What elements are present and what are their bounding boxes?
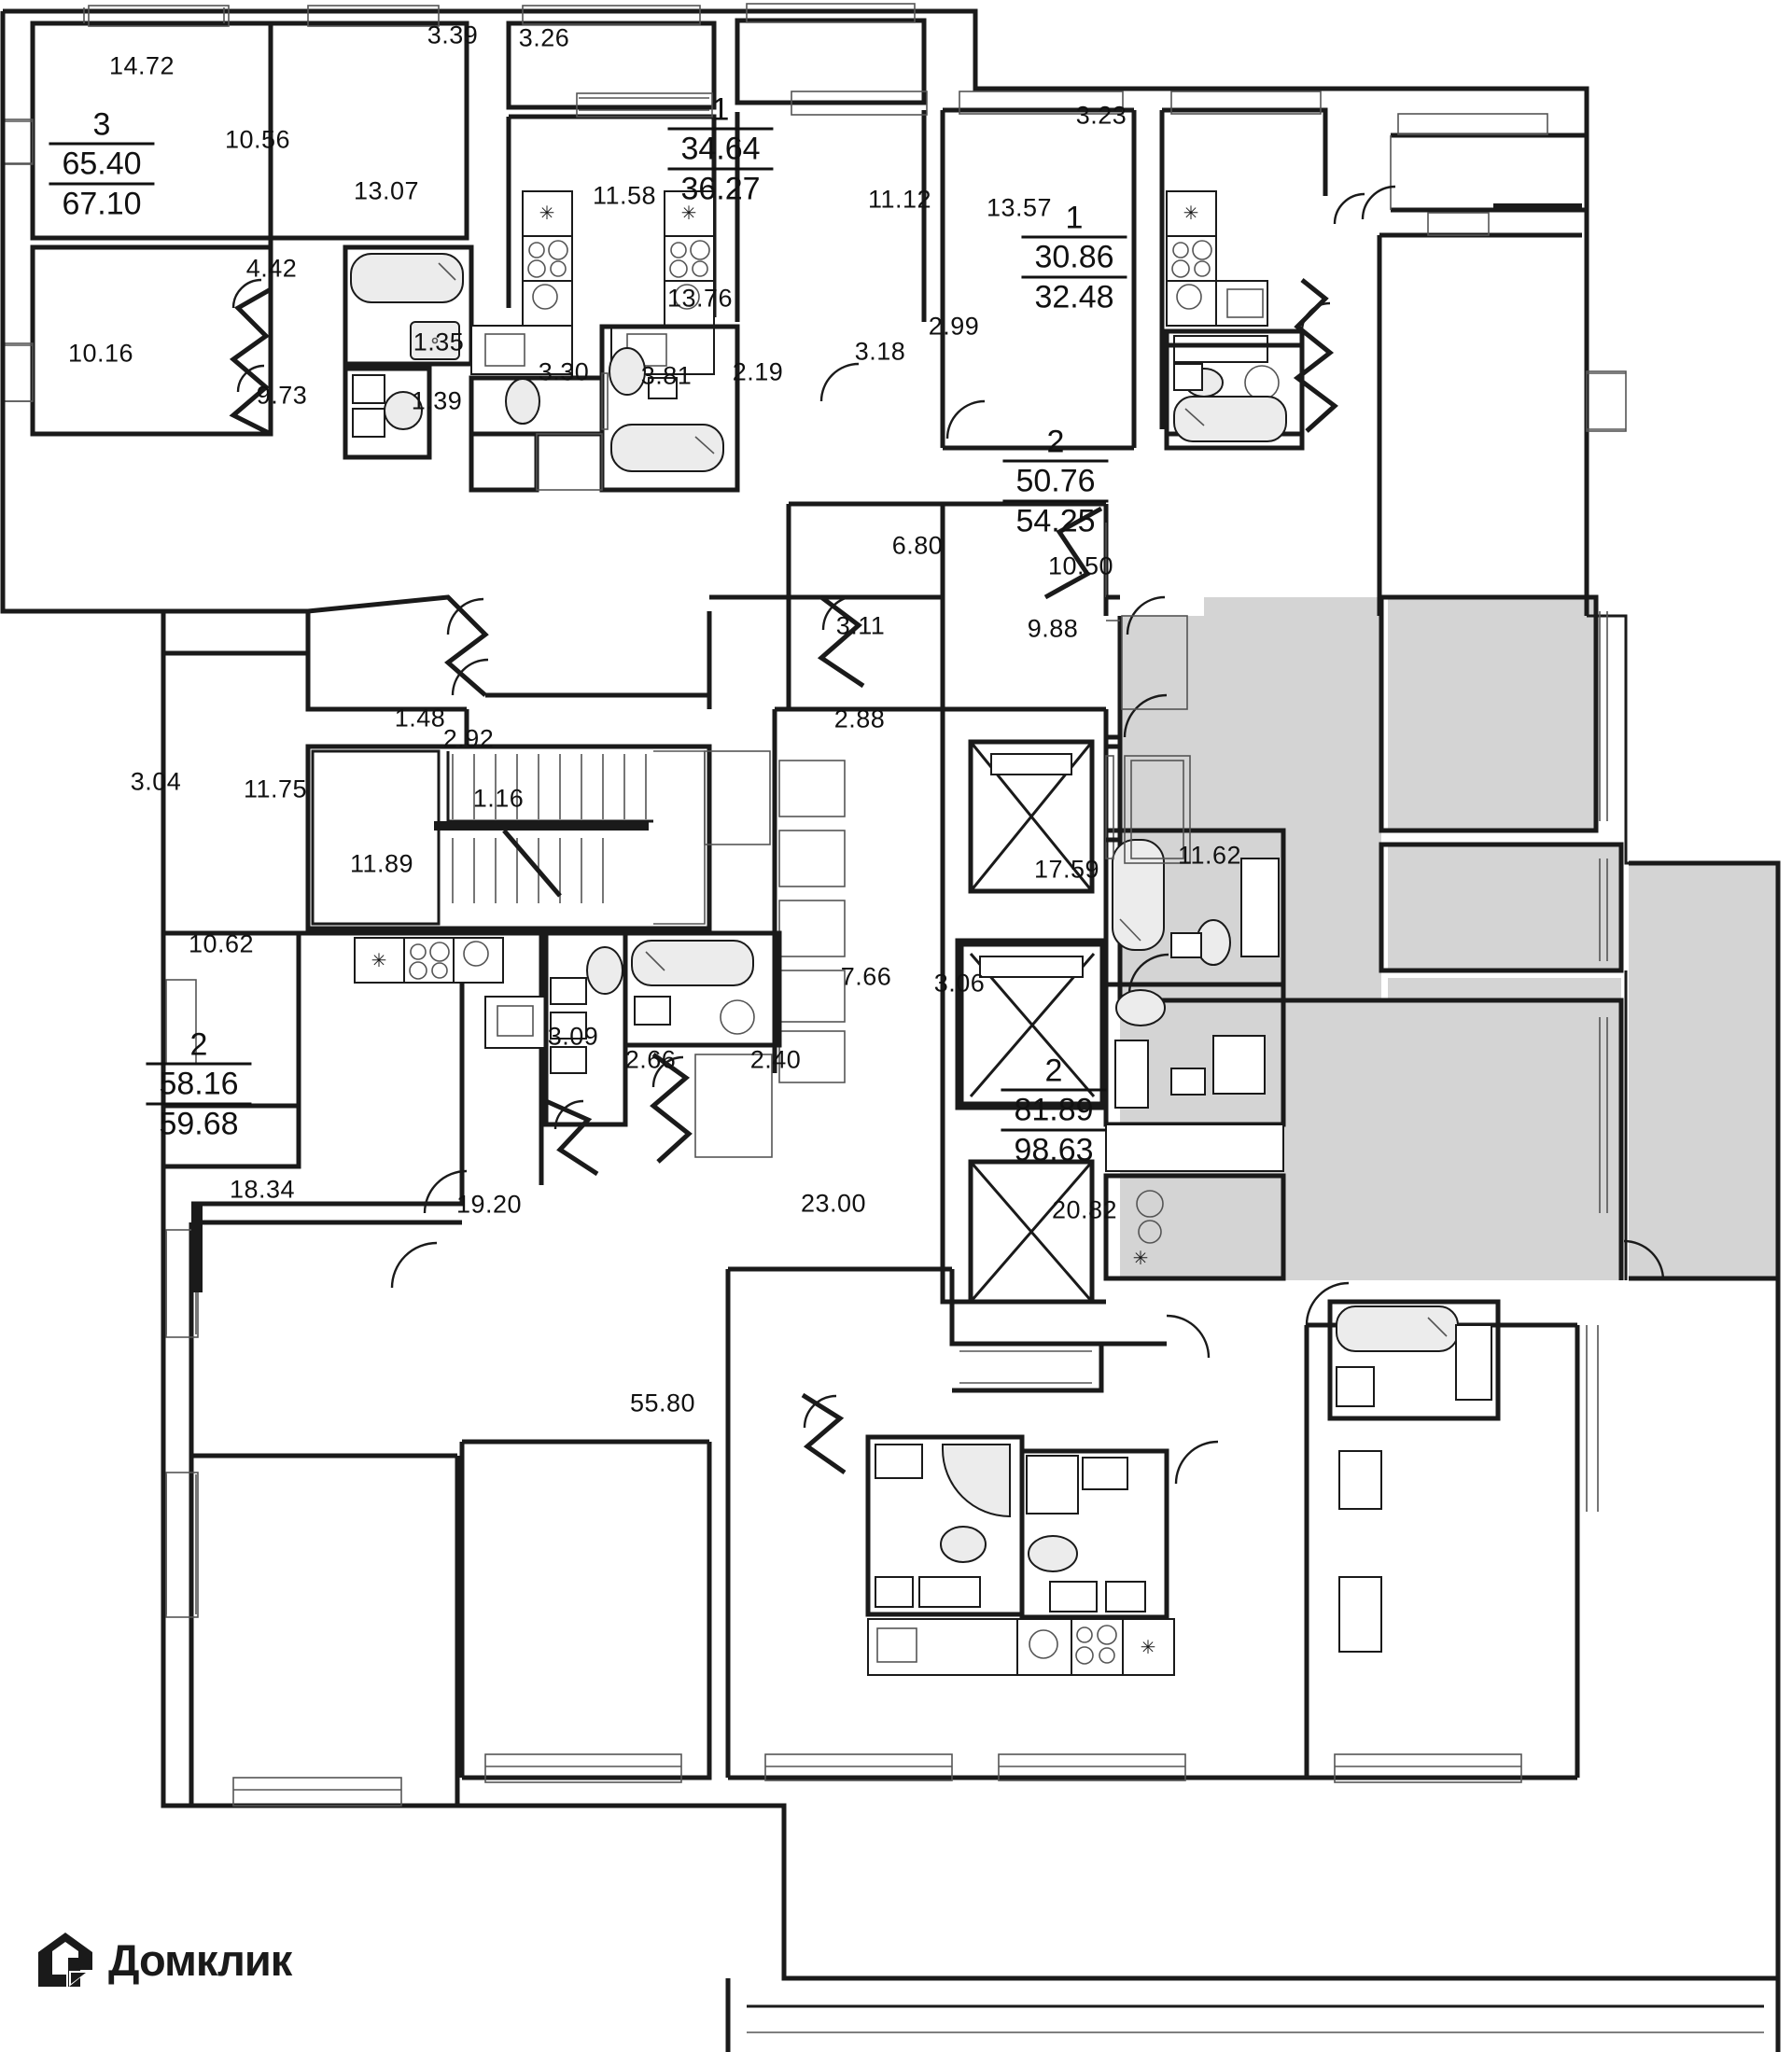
apartment-total-area: 36.27 <box>680 171 761 207</box>
svg-text:✳: ✳ <box>371 951 387 971</box>
kitchen-fixtures-b: ✳ <box>470 190 573 375</box>
room-area-label: 2.40 <box>749 1045 802 1074</box>
room-area-label: 2.92 <box>442 724 495 753</box>
apartment-1-30-walls <box>1361 89 1627 616</box>
room-area-label: 11.12 <box>867 185 932 214</box>
room-area-label: 3.04 <box>130 767 182 796</box>
room-area-label: 20.82 <box>1051 1195 1118 1224</box>
apartment-2-highlight-walls: ✳ <box>1103 594 1781 1281</box>
house-cursor-icon <box>35 1930 95 1989</box>
apartment-total-area: 54.25 <box>1015 503 1096 539</box>
room-area-label: 3.06 <box>933 969 986 998</box>
apartment-total-area: 67.10 <box>62 186 142 222</box>
room-area-label: 18.34 <box>229 1175 296 1204</box>
apartment-room-count: 2 <box>1046 424 1065 460</box>
room-area-label: 2.88 <box>833 705 886 733</box>
apartment-3-walls <box>2 5 474 460</box>
room-area-label: 19.20 <box>455 1190 523 1219</box>
kitchen-fixtures-d: ✳ <box>354 937 547 1049</box>
apartment-1-34-walls <box>819 91 1137 451</box>
room-area-label: 13.76 <box>666 284 734 313</box>
room-area-label: 3.23 <box>1075 101 1127 130</box>
apartment-living-area: 58.16 <box>146 1062 252 1106</box>
apartment-room-count: 1 <box>1065 200 1084 236</box>
room-area-label: 17.59 <box>1033 855 1100 884</box>
building-core <box>305 706 1191 1305</box>
apartment-2-58-walls <box>165 1453 460 1807</box>
room-area-label: 23.00 <box>800 1189 867 1218</box>
apartment-room-count: 1 <box>711 91 730 128</box>
room-area-label: 10.62 <box>188 929 255 958</box>
svg-text:✳: ✳ <box>1133 1249 1149 1269</box>
apartment-room-count: 3 <box>92 106 111 143</box>
room-area-label: 1.16 <box>472 784 525 813</box>
apartment-total-area: 98.63 <box>1014 1132 1094 1168</box>
room-area-label: 3.09 <box>547 1022 599 1051</box>
apartment-2300-walls: ✳ <box>725 1266 1307 1781</box>
apartment-living-area: 30.86 <box>1021 235 1127 279</box>
room-area-label: 2.19 <box>732 357 784 386</box>
brand-name: Домклик <box>108 1934 292 1985</box>
room-area-label: 3.39 <box>427 21 479 49</box>
room-area-label: 9.88 <box>1027 614 1079 643</box>
room-area-label: 1.48 <box>394 704 446 733</box>
apartment-1920-walls <box>459 1439 712 1783</box>
room-area-label: 55.80 <box>629 1389 696 1417</box>
apartment-total-area: 59.68 <box>159 1106 239 1142</box>
apartment-living-area: 81.89 <box>1001 1088 1107 1132</box>
top-middle-apartments: ✳ ✳ <box>469 3 928 493</box>
svg-text:✳: ✳ <box>681 203 697 224</box>
room-area-label: 3.11 <box>835 611 886 640</box>
room-area-label: 11.75 <box>243 775 308 803</box>
room-area-label: 11.89 <box>349 849 414 878</box>
apartment-total-area: 32.48 <box>1034 279 1114 315</box>
apartment-living-area: 34.64 <box>667 127 774 171</box>
room-area-label: 3.18 <box>854 337 906 366</box>
apartment-room-count: 2 <box>1044 1053 1063 1089</box>
apartment-1112: ✳ <box>1159 91 1365 451</box>
room-area-label: 1.35 <box>413 328 465 356</box>
kitchen-fixtures-c: ✳ <box>1166 190 1268 327</box>
room-area-label: 10.50 <box>1047 551 1114 580</box>
room-area-label: 4.42 <box>245 254 298 283</box>
misc-walls <box>0 11 1188 843</box>
room-area-label: 11.58 <box>592 181 657 210</box>
terrace-outline <box>725 1978 1781 2052</box>
room-area-label: 11.62 <box>1177 841 1242 870</box>
room-area-label: 13.07 <box>353 176 420 205</box>
apartment-living-area: 65.40 <box>49 142 155 186</box>
room-area-label: 10.56 <box>224 125 291 154</box>
apartment-2-81-walls <box>1304 1281 1599 1783</box>
room-area-label: 2.99 <box>928 312 980 341</box>
room-area-label: 14.72 <box>108 51 175 80</box>
svg-text:✳: ✳ <box>1183 203 1199 224</box>
room-area-label: 3.30 <box>538 357 590 386</box>
kitchen-fixtures-e: ✳ <box>867 1618 1175 1676</box>
room-area-label: 3.81 <box>640 361 693 390</box>
apartment-mid-left: ✳ <box>163 930 782 1456</box>
room-area-label: 9.73 <box>256 381 308 410</box>
room-area-label: 10.16 <box>67 339 134 368</box>
svg-text:✳: ✳ <box>1141 1638 1156 1658</box>
room-area-label: 3.26 <box>518 23 570 52</box>
svg-text:✳: ✳ <box>539 203 555 224</box>
brand-logo: Домклик <box>35 1930 292 1989</box>
room-area-label: 13.57 <box>986 193 1053 222</box>
room-area-label: 7.66 <box>840 962 892 991</box>
room-area-label: 1.39 <box>411 386 463 415</box>
kitchen-fixtures-a: ✳ <box>610 190 715 375</box>
room-area-label: 2.66 <box>624 1045 677 1074</box>
apartment-room-count: 2 <box>189 1026 208 1063</box>
apartment-living-area: 50.76 <box>1002 459 1109 503</box>
room-area-label: 6.80 <box>891 531 944 560</box>
